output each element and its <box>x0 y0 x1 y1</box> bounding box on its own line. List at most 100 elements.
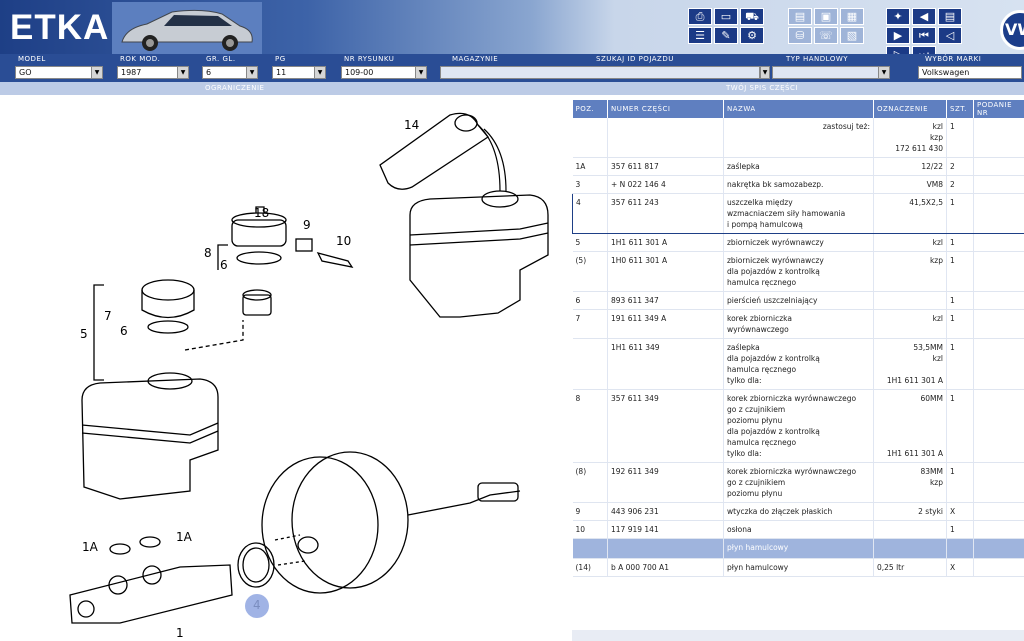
catalog-button[interactable]: ▧ <box>840 27 864 44</box>
prev-page-button[interactable]: ◀ <box>912 8 936 25</box>
callout-10[interactable]: 10 <box>336 234 351 248</box>
marka-select[interactable]: Volkswagen <box>918 66 1022 79</box>
designation-cell: kzl <box>873 233 947 252</box>
column-header[interactable]: SZT. <box>946 100 974 118</box>
quantity-cell: X <box>946 502 974 521</box>
print-button[interactable]: ⎙ <box>688 8 712 25</box>
poz-cell: (5) <box>572 251 608 292</box>
quantity-cell: 1 <box>946 193 974 234</box>
szukaj-label: SZUKAJ ID POJAZDU <box>596 55 674 63</box>
callout-7[interactable]: 7 <box>104 309 112 323</box>
callout-9[interactable]: 9 <box>303 218 311 232</box>
grgl-value: 6 <box>206 68 212 77</box>
part-number-cell: b A 000 700 A1 <box>607 558 724 577</box>
typ-label: TYP HANDLOWY <box>786 55 849 63</box>
designation-cell: 60MM 1H1 611 301 A <box>873 389 947 463</box>
poz-cell: 1A <box>572 157 608 176</box>
column-header[interactable]: NAZWA <box>723 100 874 118</box>
chevron-down-icon: ▼ <box>415 67 426 78</box>
edit-button[interactable]: ✎ <box>714 27 738 44</box>
poz-cell: 7 <box>572 309 608 339</box>
parts-diagram[interactable]: 14 18 9 10 8 6 7 6 5 1A 1A 4 1 <box>0 95 572 641</box>
callout-1a-left[interactable]: 1A <box>82 540 99 554</box>
part-number-cell: 191 611 349 A <box>607 309 724 339</box>
notes-button[interactable]: ▤ <box>938 8 962 25</box>
callout-18[interactable]: 18 <box>254 206 269 220</box>
callout-14[interactable]: 14 <box>404 118 419 132</box>
column-header[interactable]: OZNACZENIE <box>873 100 947 118</box>
grgl-select[interactable]: 6▼ <box>202 66 258 79</box>
part-number-cell: 357 611 349 <box>607 389 724 463</box>
callout-1[interactable]: 1 <box>176 626 184 640</box>
column-header[interactable]: PODANIE NR <box>973 100 1024 118</box>
vehicle-button[interactable]: ⚙ <box>740 27 764 44</box>
name-cell: zbiorniczek wyrównawczy <box>723 233 874 252</box>
order-number-cell <box>973 118 1024 158</box>
name-cell: pierścień uszczelniający <box>723 291 874 310</box>
poz-cell: 9 <box>572 502 608 521</box>
pc-button[interactable]: ▣ <box>814 8 838 25</box>
pin-button[interactable]: ✦ <box>886 8 910 25</box>
rok-select[interactable]: 1987▼ <box>117 66 189 79</box>
magazynie-field[interactable] <box>440 66 760 79</box>
screen-button[interactable]: ▭ <box>714 8 738 25</box>
list-button[interactable]: ☰ <box>688 27 712 44</box>
next-page-button[interactable]: ▶ <box>886 27 910 44</box>
car-button[interactable]: ⛟ <box>740 8 764 25</box>
back-button[interactable]: ◁ <box>938 27 962 44</box>
doc-button[interactable]: ▤ <box>788 8 812 25</box>
order-number-cell <box>973 462 1024 503</box>
callout-1a-right[interactable]: 1A <box>176 530 193 544</box>
callout-6b[interactable]: 6 <box>120 324 128 338</box>
nr-label: NR RYSUNKU <box>344 55 395 63</box>
column-header[interactable]: NUMER CZĘŚCI <box>607 100 724 118</box>
order-number-cell <box>973 175 1024 194</box>
model-select[interactable]: GO▼ <box>15 66 103 79</box>
typ-select[interactable]: ▼ <box>772 66 890 79</box>
group-cell <box>607 538 724 559</box>
column-header[interactable]: POZ. <box>572 100 608 118</box>
ograniczenie-label: OGRANICZENIE <box>205 84 265 92</box>
model-label: MODEL <box>18 55 46 63</box>
order-number-cell <box>973 193 1024 234</box>
szukaj-dropdown-button[interactable]: ▼ <box>760 66 770 79</box>
part-number-cell: 357 611 243 <box>607 193 724 234</box>
nr-select[interactable]: 109-00 ▼ <box>341 66 427 79</box>
callout-5[interactable]: 5 <box>80 327 88 341</box>
marka-label: WYBÓR MARKI <box>925 55 982 63</box>
horizontal-scrollbar[interactable] <box>572 630 1024 641</box>
phone-button[interactable]: ☏ <box>814 27 838 44</box>
designation-cell: kzl <box>873 309 947 339</box>
group-header-row: płyn hamulcowy <box>572 538 1024 559</box>
callout-8[interactable]: 8 <box>204 246 212 260</box>
pg-select[interactable]: 11▼ <box>272 66 326 79</box>
poz-cell: (14) <box>572 558 608 577</box>
bus-button[interactable]: ▦ <box>840 8 864 25</box>
first-button[interactable]: ⏮ <box>912 27 936 44</box>
cart-button[interactable]: ⛁ <box>788 27 812 44</box>
callout-6[interactable]: 6 <box>220 258 228 272</box>
part-number-cell: + N 022 146 4 <box>607 175 724 194</box>
nr-value: 109-00 <box>345 68 374 77</box>
